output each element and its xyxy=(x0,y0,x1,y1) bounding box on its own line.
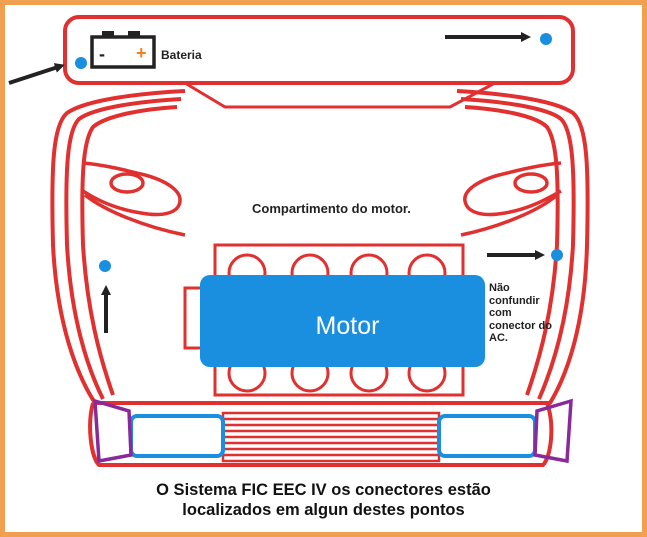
motor-label: Motor xyxy=(315,311,380,340)
ac-connector-note: Não confundir com conector do AC. xyxy=(489,282,552,344)
battery-label: Bateria xyxy=(161,48,202,62)
battery-compartment xyxy=(63,15,575,85)
battery-minus-sign: - xyxy=(99,44,105,64)
diagram-caption: O Sistema FIC EEC IV os conectores estão… xyxy=(0,480,647,520)
left-strut-tower xyxy=(82,161,186,237)
connector-point-marker xyxy=(540,33,552,45)
right-headlight xyxy=(437,414,537,458)
right-strut-tower xyxy=(460,161,562,237)
battery-icon: - + xyxy=(90,31,156,69)
caption-line-1: O Sistema FIC EEC IV os conectores estão xyxy=(156,481,491,499)
battery-plus-sign: + xyxy=(136,43,147,63)
car-body-outline xyxy=(50,89,590,467)
connector-point-marker xyxy=(551,249,563,261)
connector-point-marker xyxy=(99,260,111,272)
left-headlight xyxy=(129,414,225,458)
battery-tab xyxy=(184,81,496,109)
arrow-to-battery-left-point xyxy=(8,63,65,85)
right-fog-light xyxy=(533,398,573,464)
left-fog-light xyxy=(93,398,133,464)
connector-point-marker xyxy=(75,57,87,69)
pointer-arrows xyxy=(8,32,545,333)
motor-block xyxy=(200,275,485,367)
front-grille xyxy=(221,411,441,463)
caption-line-2: localizados em algun destes pontos xyxy=(182,501,465,519)
engine-compartment-label: Compartimento do motor. xyxy=(252,201,411,216)
